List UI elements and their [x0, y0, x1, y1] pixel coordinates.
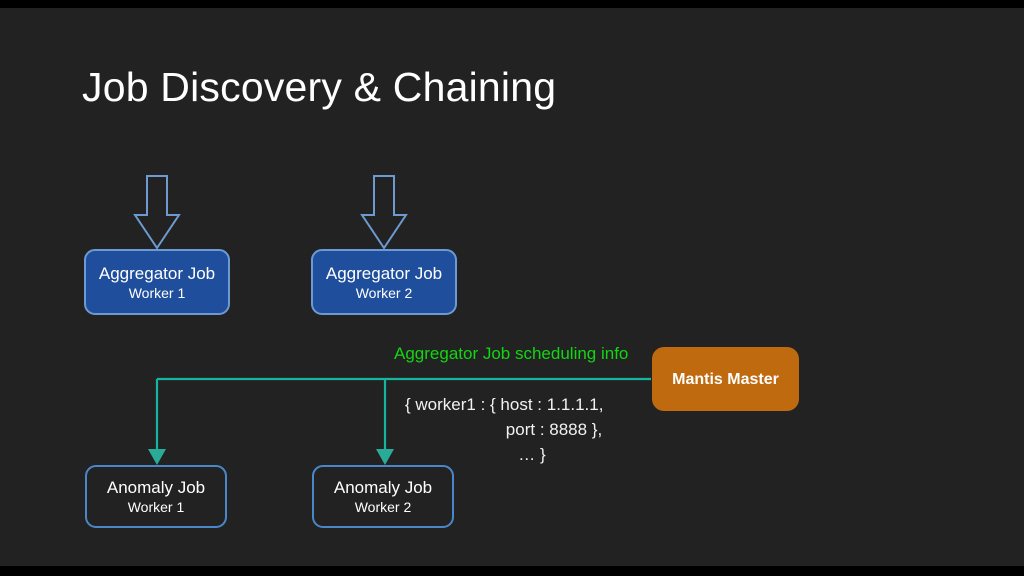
- anomaly-job-worker-1-node[interactable]: Anomaly Job Worker 1: [85, 465, 227, 528]
- scheduling-info-label: Aggregator Job scheduling info: [394, 344, 629, 363]
- anomaly-job-worker-2-node[interactable]: Anomaly Job Worker 2: [312, 465, 454, 528]
- node-subtitle: Worker 1: [127, 499, 185, 515]
- scheduling-payload-line-1: { worker1 : { host : 1.1.1.1,: [405, 395, 604, 414]
- scheduling-payload-text: { worker1 : { host : 1.1.1.1, port : 888…: [405, 392, 655, 467]
- node-subtitle: Worker 1: [128, 284, 186, 301]
- node-title: Anomaly Job: [333, 478, 433, 497]
- aggregator-job-worker-2-node[interactable]: Aggregator Job Worker 2: [311, 249, 457, 315]
- page-title: Job Discovery & Chaining: [82, 64, 557, 110]
- scheduling-payload-line-2: port : 8888 },: [505, 420, 603, 439]
- node-subtitle: Worker 2: [355, 284, 413, 301]
- node-title: Aggregator Job: [98, 263, 216, 283]
- mantis-master-node[interactable]: Mantis Master: [652, 347, 799, 411]
- aggregator-job-worker-1-node[interactable]: Aggregator Job Worker 1: [84, 249, 230, 315]
- scheduling-payload-line-3: … }: [518, 445, 546, 464]
- node-title: Mantis Master: [672, 370, 779, 388]
- node-title: Aggregator Job: [325, 263, 443, 283]
- node-title: Anomaly Job: [106, 478, 206, 497]
- node-subtitle: Worker 2: [354, 499, 412, 515]
